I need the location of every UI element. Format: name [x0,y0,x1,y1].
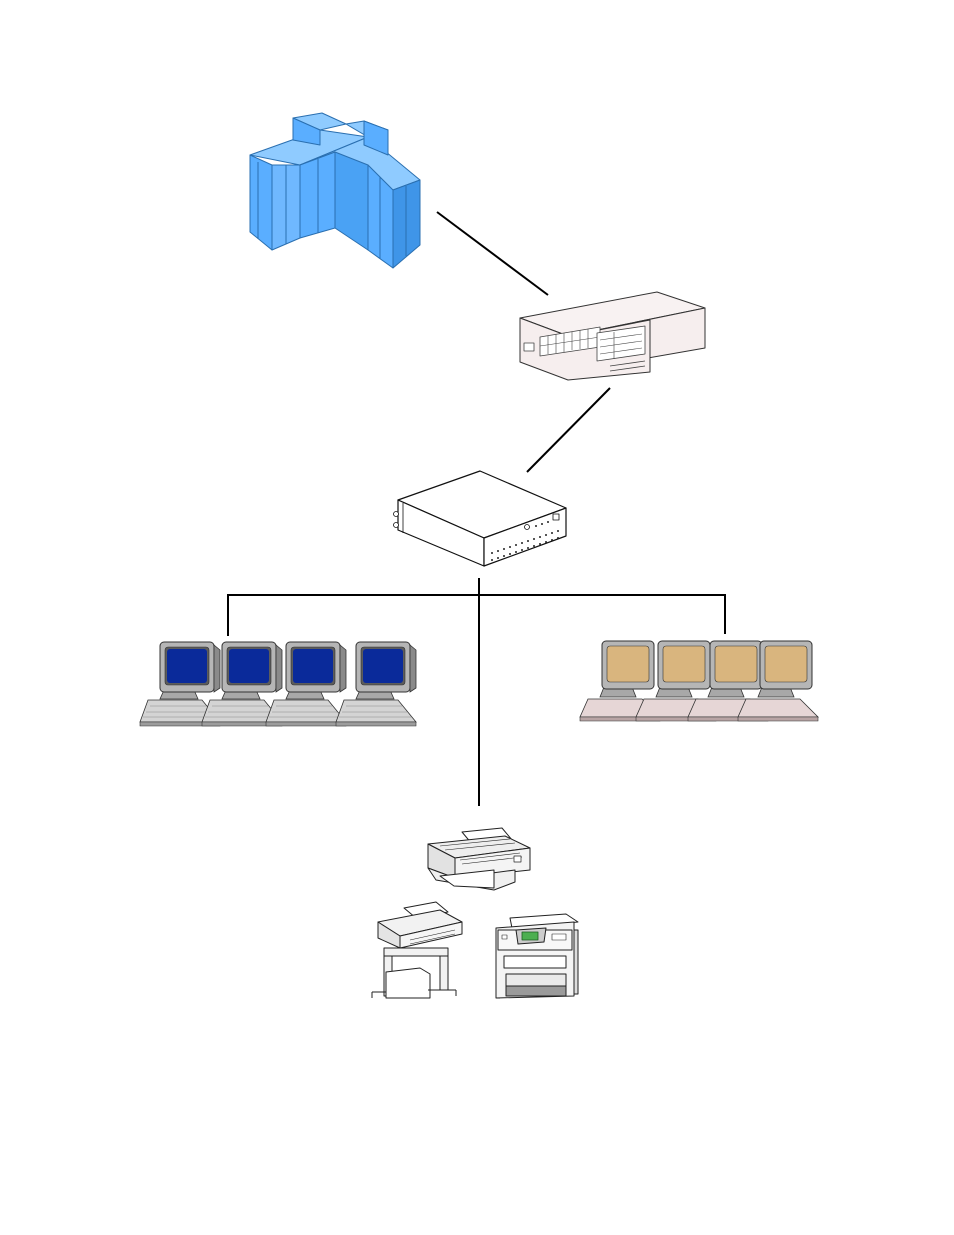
laser-printer-icon [428,828,530,890]
workstation-icon [336,642,416,726]
mainframe-icon [250,113,420,268]
link-mainframe-controller [437,212,548,295]
network-hub-icon [394,471,567,566]
line-printer-icon [372,902,462,998]
controller-box-icon [520,292,705,380]
workstation-group-right [580,641,818,721]
copier-printer-icon [496,914,578,998]
workstation-group-left [140,642,416,726]
link-controller-hub [527,388,610,472]
